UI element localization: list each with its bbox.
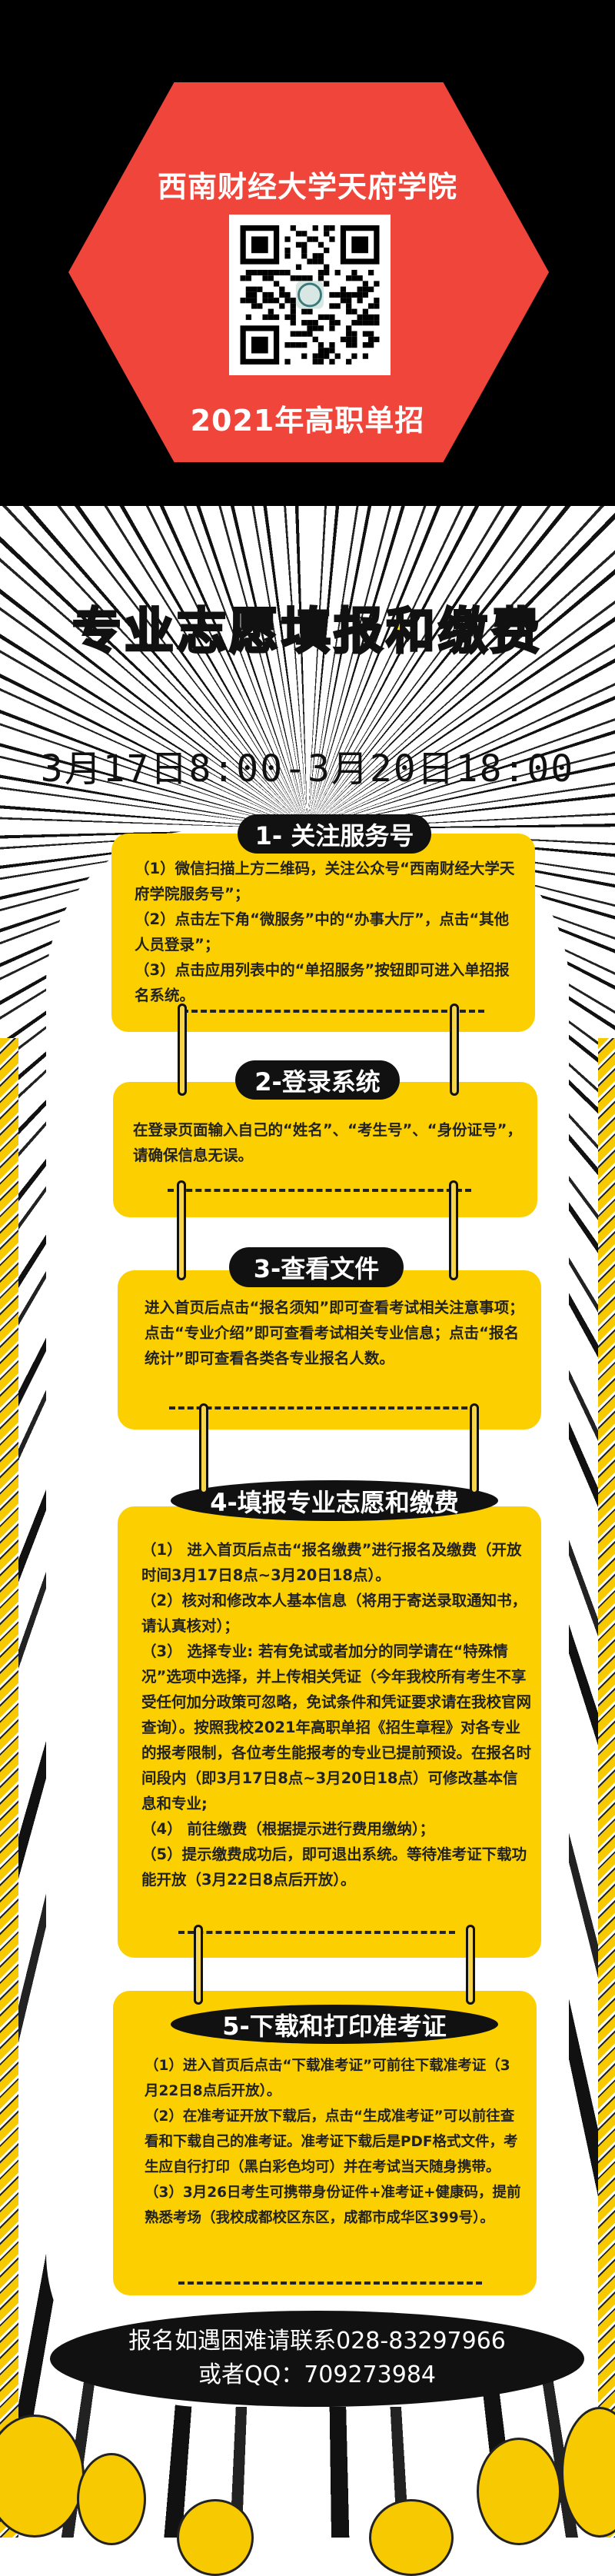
step-1-line: （3）点击应用列表中的“单招服务”按钮即可进入单招报名系统。 — [135, 961, 510, 1004]
connector-rod — [194, 1925, 203, 2005]
step-3-line: 进入首页后点击“报名须知”即可查看考试相关注意事项；点击“专业介绍”即可查看考试… — [145, 1299, 524, 1367]
connector-rod — [178, 1003, 187, 1096]
step-3-text: 进入首页后点击“报名须知”即可查看考试相关注意事项；点击“专业介绍”即可查看考试… — [145, 1295, 534, 1371]
date-range: 3月17日8:00-3月20日18:00 — [40, 747, 575, 790]
step-5-line: （3）3月26日考生可携带身份证件+准考证+健康码，提前熟悉考场（我校成都校区东… — [145, 2185, 521, 2226]
cartoon-figure — [177, 2499, 254, 2576]
step-4-line: （3） 选择专业: 若有免试或者加分的同学请在“特殊情况”选项中选择，并上传相关… — [141, 1642, 532, 1812]
step-2-text: 在登录页面输入自己的“姓名”、“考生号”、“身份证号”，请确保信息无误。 — [133, 1117, 525, 1168]
page-title: 专业志愿填报和缴费 — [71, 603, 543, 662]
cartoon-figure — [0, 2415, 85, 2538]
divider — [182, 1010, 484, 1013]
subtitle: 2021年高职单招 — [190, 404, 425, 438]
connector-rod — [470, 1403, 479, 1494]
step-4-line: （1） 进入首页后点击“报名缴费”进行报名及缴费（开放时间3月17日8点~3月2… — [141, 1541, 522, 1584]
school-name: 西南财经大学天府学院 — [157, 170, 457, 204]
divider — [168, 1189, 471, 1192]
step-1-line: （1）微信扫描上方二维码，关注公众号“西南财经大学天府学院服务号”； — [135, 860, 515, 903]
contact-banner: 报名如遇困难请联系028-83297966 或者QQ：709273984 — [50, 2311, 584, 2407]
step-1-line: （2）点击左下角“微服务”中的“办事大厅”，点击“其他人员登录”； — [135, 910, 510, 954]
connector-rod — [450, 1003, 459, 1096]
divider — [178, 1931, 455, 1934]
qr-code[interactable] — [229, 215, 391, 375]
cartoon-figure — [77, 2453, 146, 2545]
divider — [178, 2281, 482, 2285]
step-3-title: 3-查看文件 — [229, 1247, 404, 1287]
step-5-line: （1）进入首页后点击“下载准考证”可前往下载准考证（3月22日8点后开放）。 — [145, 2058, 510, 2099]
step-4-text: （1） 进入首页后点击“报名缴费”进行报名及缴费（开放时间3月17日8点~3月2… — [141, 1537, 532, 1892]
step-4-card — [118, 1506, 541, 1958]
step-5-line: （2）在准考证开放下载后，点击“生成准考证”可以前往查看和下载自己的准考证。准考… — [145, 2108, 518, 2175]
step-3-card — [118, 1270, 541, 1429]
step-1-text: （1）微信扫描上方二维码，关注公众号“西南财经大学天府学院服务号”； （2）点击… — [135, 856, 519, 1008]
divider — [169, 1406, 477, 1409]
cartoon-figure — [369, 2499, 454, 2576]
step-1-card — [111, 834, 535, 1032]
contact-phone: 报名如遇困难请联系028-83297966 — [128, 2328, 506, 2355]
step-5-title: 5-下载和打印准考证 — [171, 2005, 498, 2044]
step-2-line: 在登录页面输入自己的“姓名”、“考生号”、“身份证号”，请确保信息无误。 — [133, 1121, 522, 1164]
cartoon-figure — [477, 2438, 561, 2545]
connector-rod — [466, 1925, 475, 2005]
step-2-title: 2-登录系统 — [235, 1060, 400, 1100]
left-stripe-border — [0, 1038, 18, 2538]
contact-qq: 或者QQ：709273984 — [198, 2361, 436, 2388]
connector-rod — [177, 1180, 186, 1280]
connector-rod — [449, 1180, 458, 1280]
step-4-line: （2）核对和修改本人基本信息（将用于寄送录取通知书，请认真核对）； — [141, 1592, 527, 1635]
qr-code-icon — [240, 225, 380, 364]
step-4-line: （5）提示缴费成功后，即可退出系统。等待准考证下载功能开放（3月22日8点后开放… — [141, 1845, 527, 1889]
connector-rod — [199, 1403, 208, 1494]
step-1-title: 1- 关注服务号 — [238, 814, 431, 854]
step-5-text: （1）进入首页后点击“下载准考证”可前往下载准考证（3月22日8点后开放）。 （… — [145, 2053, 523, 2231]
right-stripe-border — [598, 1038, 615, 2538]
step-4-title: 4-填报专业志愿和缴费 — [171, 1480, 498, 1521]
step-4-line: （4） 前往缴费（根据提示进行费用缴纳）； — [141, 1820, 435, 1838]
